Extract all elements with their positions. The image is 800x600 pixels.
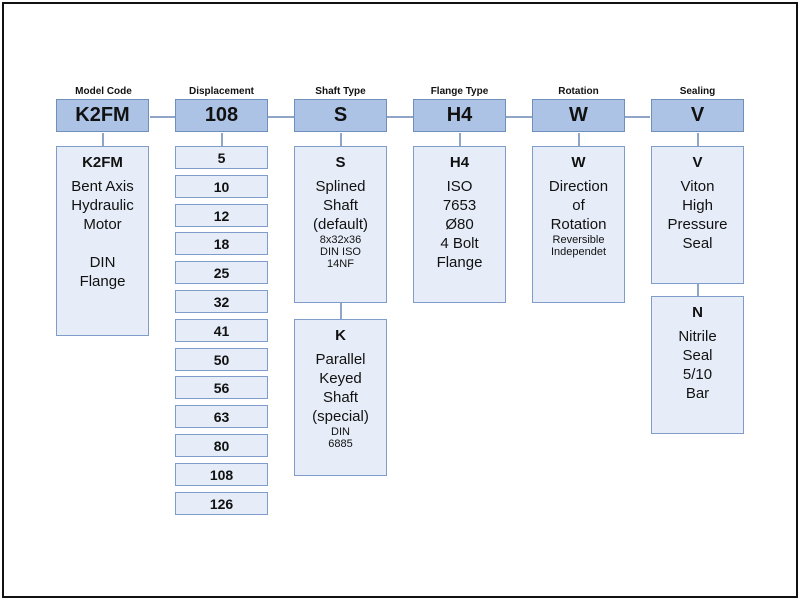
displacement-option: 41 bbox=[175, 319, 268, 342]
shaft-s-box: S Splined Shaft (default) 8x32x36 DIN IS… bbox=[294, 146, 387, 303]
flange-h4-box: H4 ISO 7653 Ø80 4 Bolt Flange bbox=[413, 146, 506, 303]
model-title: K2FM bbox=[82, 154, 123, 171]
displacement-option: 56 bbox=[175, 376, 268, 399]
shaft-k-note: DIN 6885 bbox=[328, 426, 353, 450]
code-rotation: W bbox=[532, 99, 625, 132]
flange-description: ISO 7653 Ø80 4 Bolt Flange bbox=[436, 178, 483, 271]
displacement-option: 80 bbox=[175, 434, 268, 457]
header-sealing: Sealing bbox=[679, 86, 716, 97]
code-shaft-type: S bbox=[294, 99, 387, 132]
shaft-k-description: Parallel Keyed Shaft (special) bbox=[312, 351, 369, 425]
code-displacement: 108 bbox=[175, 99, 268, 132]
sealing-v-title: V bbox=[692, 154, 703, 171]
header-displacement: Displacement bbox=[188, 86, 255, 97]
displacement-option: 18 bbox=[175, 232, 268, 255]
displacement-option: 108 bbox=[175, 463, 268, 486]
rotation-note: Reversible Independet bbox=[550, 234, 607, 258]
connector-shaft bbox=[340, 133, 342, 147]
sealing-v-description: Viton High Pressure Seal bbox=[667, 178, 728, 252]
model-description-box: K2FM Bent Axis Hydraulic Motor DIN Flang… bbox=[56, 146, 149, 336]
code-connector-line bbox=[150, 116, 650, 118]
connector-model bbox=[102, 133, 104, 147]
connector-rotation bbox=[578, 133, 580, 147]
flange-title: H4 bbox=[449, 154, 470, 171]
sealing-v-box: V Viton High Pressure Seal bbox=[651, 146, 744, 284]
header-shaft-type: Shaft Type bbox=[315, 86, 366, 97]
shaft-k-title: K bbox=[335, 327, 346, 344]
displacement-option: 126 bbox=[175, 492, 268, 515]
header-rotation: Rotation bbox=[558, 86, 599, 97]
connector-sealing-n bbox=[697, 284, 699, 296]
rotation-w-box: W Direction of Rotation Reversible Indep… bbox=[532, 146, 625, 303]
displacement-option: 50 bbox=[175, 348, 268, 371]
rotation-title: W bbox=[571, 154, 586, 171]
displacement-option: 63 bbox=[175, 405, 268, 428]
displacement-option: 10 bbox=[175, 175, 268, 198]
sealing-n-description: Nitrile Seal 5/10 Bar bbox=[678, 328, 717, 402]
shaft-s-description: Splined Shaft (default) bbox=[312, 178, 369, 233]
model-description: Bent Axis Hydraulic Motor DIN Flange bbox=[71, 178, 134, 290]
displacement-option: 25 bbox=[175, 261, 268, 284]
connector-displacement bbox=[221, 133, 223, 147]
sealing-n-title: N bbox=[692, 304, 703, 321]
shaft-s-title: S bbox=[335, 154, 346, 171]
displacement-option: 12 bbox=[175, 204, 268, 227]
displacement-option: 32 bbox=[175, 290, 268, 313]
connector-shaft-k bbox=[340, 303, 342, 319]
connector-flange bbox=[459, 133, 461, 147]
sealing-n-box: N Nitrile Seal 5/10 Bar bbox=[651, 296, 744, 434]
code-sealing: V bbox=[651, 99, 744, 132]
code-flange-type: H4 bbox=[413, 99, 506, 132]
header-model-code: Model Code bbox=[75, 86, 132, 97]
shaft-s-note: 8x32x36 DIN ISO 14NF bbox=[319, 234, 362, 270]
displacement-option: 5 bbox=[175, 146, 268, 169]
code-model: K2FM bbox=[56, 99, 149, 132]
rotation-description: Direction of Rotation bbox=[548, 178, 609, 233]
header-flange-type: Flange Type bbox=[430, 86, 489, 97]
connector-sealing bbox=[697, 133, 699, 147]
shaft-k-box: K Parallel Keyed Shaft (special) DIN 688… bbox=[294, 319, 387, 476]
